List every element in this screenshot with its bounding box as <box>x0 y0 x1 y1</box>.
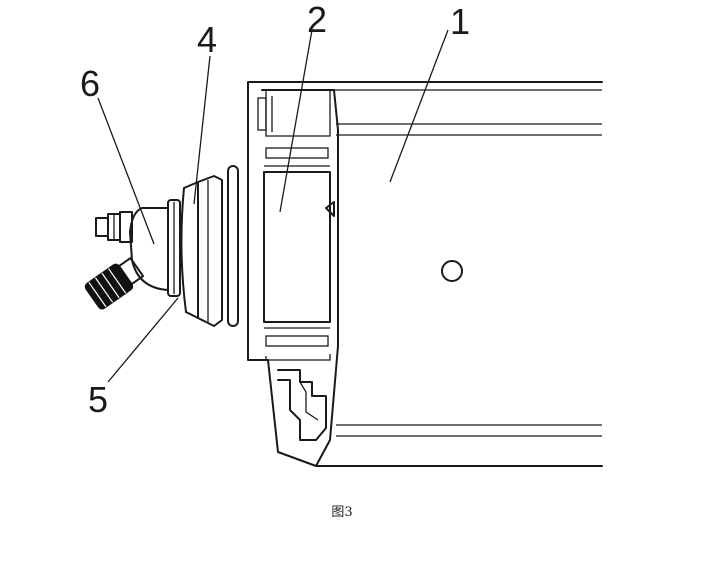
figure-caption: 图3 <box>331 505 352 520</box>
leader-part-4 <box>193 55 211 205</box>
label-part-1: 1 <box>450 1 470 42</box>
label-part-6: 6 <box>80 63 100 104</box>
bellows-boot-part-4 <box>180 175 223 327</box>
label-part-4: 4 <box>197 19 217 60</box>
housing-body-part-1 <box>247 81 603 467</box>
clamp-ring-part-5 <box>167 199 181 297</box>
leader-lines <box>97 29 449 383</box>
leader-part-1 <box>389 29 449 183</box>
label-part-2: 2 <box>307 0 327 40</box>
label-part-5: 5 <box>88 379 108 420</box>
sealing-ring <box>227 165 239 327</box>
bracket-block-part-2 <box>263 165 331 329</box>
leader-part-2 <box>279 29 313 213</box>
leader-part-6 <box>97 97 155 245</box>
valve-connector-part-6 <box>84 207 169 310</box>
leader-part-5 <box>107 297 179 383</box>
